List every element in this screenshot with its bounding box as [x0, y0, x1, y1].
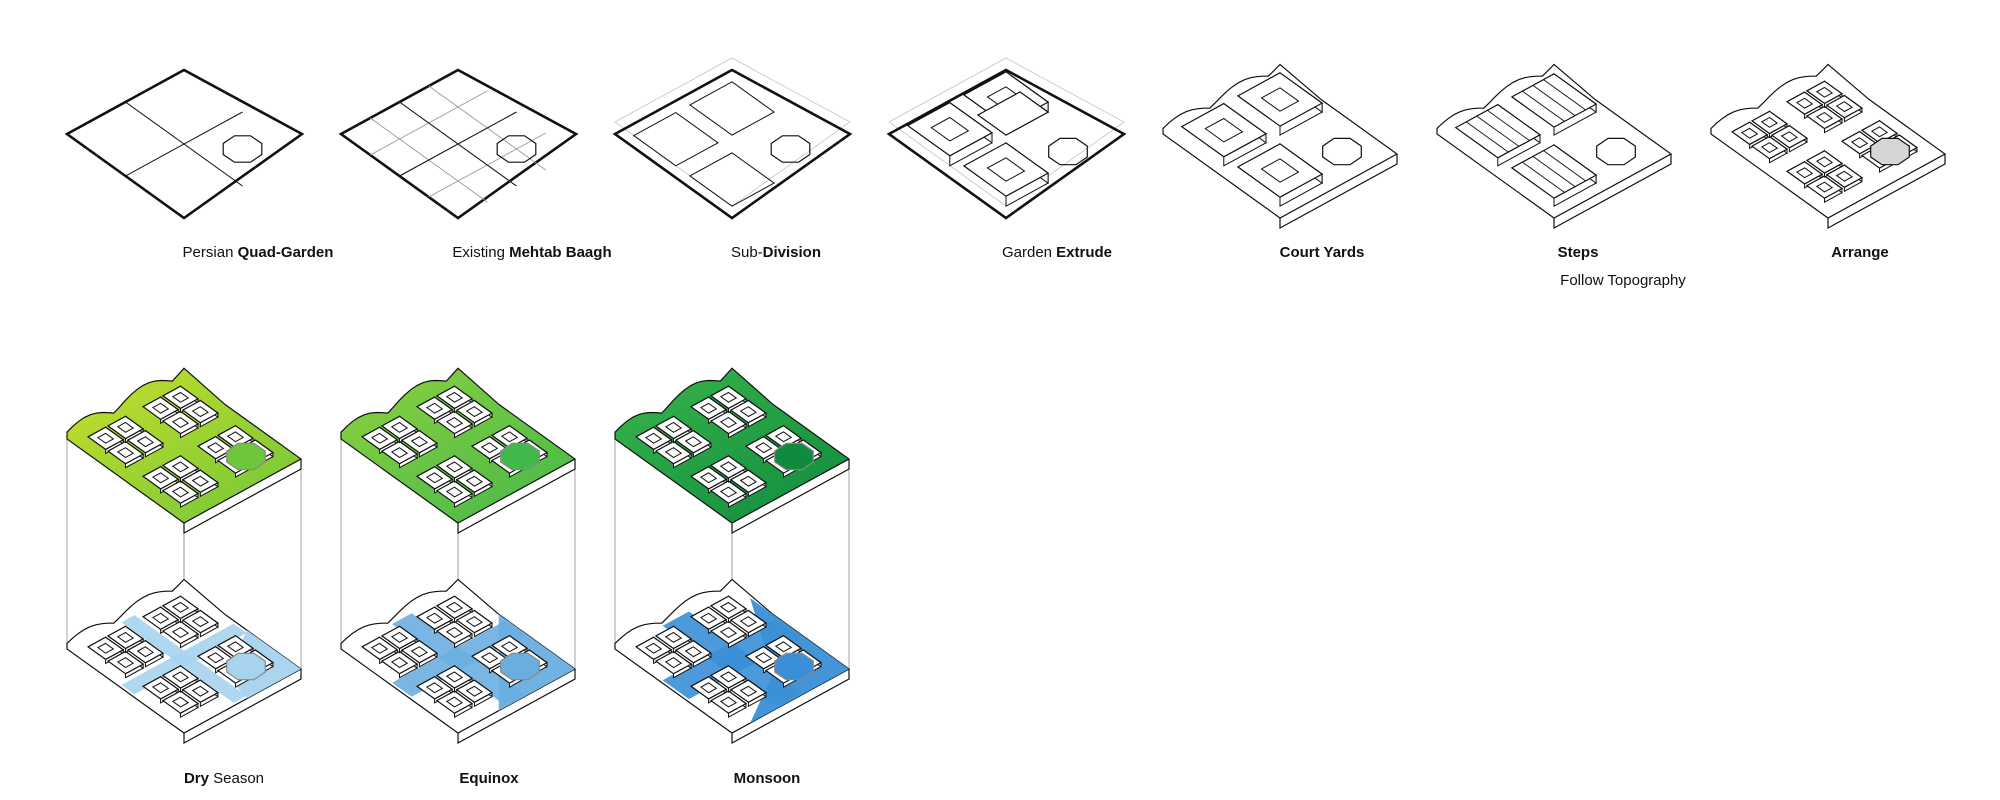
mehtab-baagh-label-prefix: Existing [452, 244, 510, 261]
equinox-label: Equinox [459, 770, 518, 787]
dry-season-diagram [66, 367, 303, 745]
steps-label-bold: Steps [1557, 244, 1599, 261]
dry-season-label: Dry Season [184, 770, 264, 787]
steps-diagram [1436, 63, 1673, 230]
monsoon-diagram [614, 367, 851, 745]
sub-division-label-bold: Division [762, 244, 822, 261]
dry-season-label-bold: Dry [183, 770, 209, 787]
quad-garden-label-prefix: Persian [182, 244, 238, 261]
quad-garden-diagram [64, 68, 305, 220]
equinox-label-bold: Equinox [459, 770, 519, 787]
sub-division-diagram [612, 57, 853, 220]
court-yards-label: Court Yards [1280, 244, 1365, 261]
monsoon-label: Monsoon [734, 770, 801, 787]
court-yards-label-bold: Court Yards [1279, 244, 1365, 261]
garden-extrude-diagram [886, 57, 1127, 220]
sub-division-label: Sub-Division [731, 244, 821, 261]
equinox-diagram [340, 367, 577, 745]
arrange-label: Arrange [1831, 244, 1889, 261]
monsoon-label-bold: Monsoon [733, 770, 801, 787]
sub-division-label-prefix: Sub- [730, 244, 763, 261]
arrange-diagram [1710, 63, 1947, 230]
court-yards-diagram [1162, 63, 1399, 230]
quad-garden-label-bold: Quad-Garden [237, 244, 334, 261]
mehtab-baagh-label-bold: Mehtab Baagh [509, 244, 612, 261]
mehtab-baagh-diagram [338, 68, 579, 220]
garden-extrude-label-bold: Extrude [1056, 244, 1113, 261]
garden-extrude-label: Garden Extrude [1002, 244, 1112, 261]
garden-extrude-label-prefix: Garden [1001, 244, 1057, 261]
steps-sublabel: Follow Topography [1560, 272, 1686, 289]
dry-season-label-suffix: Season [208, 770, 265, 787]
mehtab-baagh-label: Existing Mehtab Baagh [452, 244, 611, 261]
steps-label: Steps [1558, 244, 1599, 261]
quad-garden-label: Persian Quad-Garden [183, 244, 334, 261]
arrange-label-bold: Arrange [1831, 244, 1889, 261]
